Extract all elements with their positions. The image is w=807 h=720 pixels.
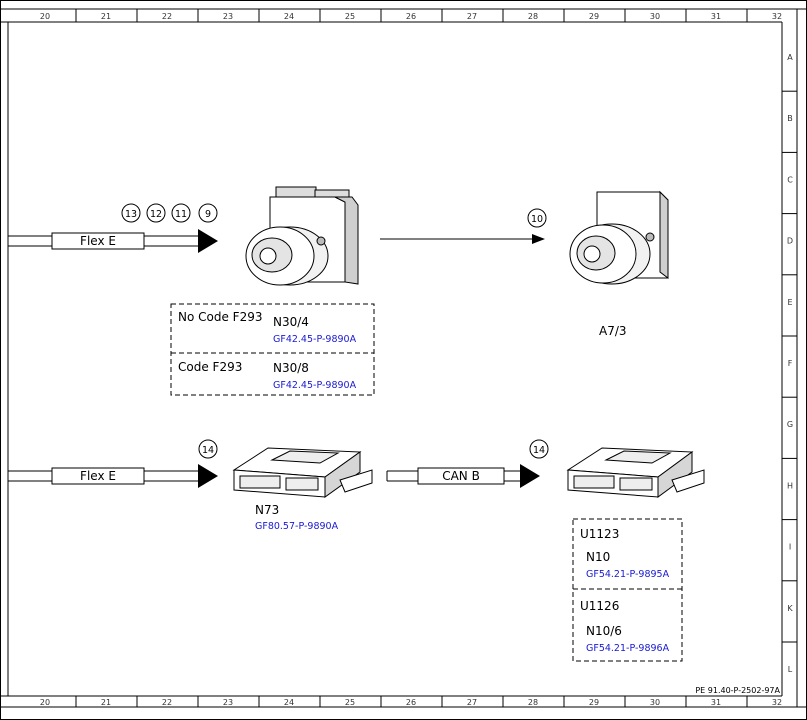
grid-column-label-bottom: 30 — [650, 698, 660, 707]
grid-column-label-bottom: 27 — [467, 698, 477, 707]
circle-14-right: 14 — [529, 439, 549, 459]
top-right-connection: 10 — [380, 208, 547, 244]
grid-column-label-bottom: 32 — [772, 698, 782, 707]
grid-row-label: I — [789, 543, 791, 552]
grid-column-label-bottom: 23 — [223, 698, 233, 707]
abs-variant-1-component: N30/4 — [273, 315, 309, 329]
abs-variant-2-condition: Code F293 — [178, 360, 242, 374]
bottom-right-bus: CAN B 14 — [386, 439, 549, 488]
n10-illustration — [566, 447, 705, 498]
svg-text:9: 9 — [205, 209, 211, 220]
grid-row-label: A — [787, 53, 793, 62]
n10-variant-2-ref[interactable]: GF54.21-P-9896A — [586, 643, 670, 654]
bus-label-can-b: CAN B — [442, 469, 480, 483]
grid-column-label-bottom: 25 — [345, 698, 355, 707]
grid-row-label: C — [787, 175, 793, 184]
grid-row-label: G — [787, 420, 793, 429]
svg-text:10: 10 — [531, 214, 543, 225]
grid-row-label: F — [788, 359, 793, 368]
grid-column-label-bottom: 21 — [101, 698, 111, 707]
bottom-left-bus: Flex E 14 — [8, 439, 218, 488]
circle-14-left: 14 — [198, 439, 218, 459]
a7-3-illustration — [569, 190, 669, 285]
grid-column-label-top: 26 — [406, 12, 416, 21]
n10-variant-1-ref[interactable]: GF54.21-P-9895A — [586, 569, 670, 580]
grid-column-label-bottom: 31 — [711, 698, 721, 707]
grid-column-label-bottom: 28 — [528, 698, 538, 707]
circle-13: 13 — [121, 203, 141, 223]
svg-text:14: 14 — [533, 445, 545, 456]
document-id: PE 91.40-P-2502-97A — [695, 686, 780, 695]
svg-text:14: 14 — [202, 445, 214, 456]
circle-12: 12 — [146, 203, 166, 223]
grid-column-label-bottom: 22 — [162, 698, 172, 707]
grid-row-label: E — [787, 298, 792, 307]
abs-unit-illustration — [245, 186, 359, 286]
grid-column-label-top: 32 — [772, 12, 782, 21]
grid-column-label-bottom: 29 — [589, 698, 599, 707]
grid-row-label: D — [787, 237, 793, 246]
circle-11: 11 — [171, 203, 191, 223]
grid-row-label: H — [787, 481, 793, 490]
grid-column-label-top: 20 — [40, 12, 50, 21]
grid-column-label-top: 22 — [162, 12, 172, 21]
grid-row-label: L — [788, 665, 793, 674]
abs-variant-box: No Code F293 N30/4 GF42.45-P-9890A Code … — [170, 303, 375, 396]
a7-3-label: A7/3 — [599, 324, 627, 338]
arrow-head — [198, 229, 218, 253]
n73-illustration — [232, 447, 373, 498]
grid-column-label-bottom: 20 — [40, 698, 50, 707]
n10-variant-box: U1123 N10 GF54.21-P-9895A U1126 N10/6 GF… — [572, 518, 683, 662]
grid-column-label-top: 23 — [223, 12, 233, 21]
grid-column-label-bottom: 26 — [406, 698, 416, 707]
grid-column-label-bottom: 24 — [284, 698, 294, 707]
n10-variant-1-condition: U1123 — [580, 527, 619, 541]
circle-9: 9 — [198, 203, 218, 223]
abs-variant-2-component: N30/8 — [273, 361, 309, 375]
abs-variant-1-condition: No Code F293 — [178, 310, 262, 324]
svg-text:11: 11 — [175, 209, 187, 220]
n10-variant-1-component: N10 — [586, 550, 610, 564]
grid-row-label: K — [787, 604, 793, 613]
bus-label-flex-e-top: Flex E — [80, 234, 116, 248]
grid-row-label: B — [787, 114, 793, 123]
n10-variant-2-component: N10/6 — [586, 624, 622, 638]
n73-label: N73 — [255, 503, 279, 517]
n73-ref[interactable]: GF80.57-P-9890A — [255, 521, 339, 532]
grid-column-label-top: 29 — [589, 12, 599, 21]
grid-column-label-top: 31 — [711, 12, 721, 21]
svg-text:12: 12 — [150, 209, 162, 220]
top-left-bus: Flex E 13 12 11 9 — [8, 203, 218, 253]
grid-column-label-top: 21 — [101, 12, 111, 21]
abs-variant-2-ref[interactable]: GF42.45-P-9890A — [273, 380, 357, 391]
grid-column-label-top: 25 — [345, 12, 355, 21]
bus-label-flex-e-bottom: Flex E — [80, 469, 116, 483]
grid-column-label-top: 30 — [650, 12, 660, 21]
circle-10: 10 — [527, 208, 547, 228]
grid-column-label-top: 28 — [528, 12, 538, 21]
grid-column-label-top: 27 — [467, 12, 477, 21]
svg-text:13: 13 — [125, 209, 137, 220]
grid-column-label-top: 24 — [284, 12, 294, 21]
n10-variant-2-condition: U1126 — [580, 599, 619, 613]
abs-variant-1-ref[interactable]: GF42.45-P-9890A — [273, 334, 357, 345]
